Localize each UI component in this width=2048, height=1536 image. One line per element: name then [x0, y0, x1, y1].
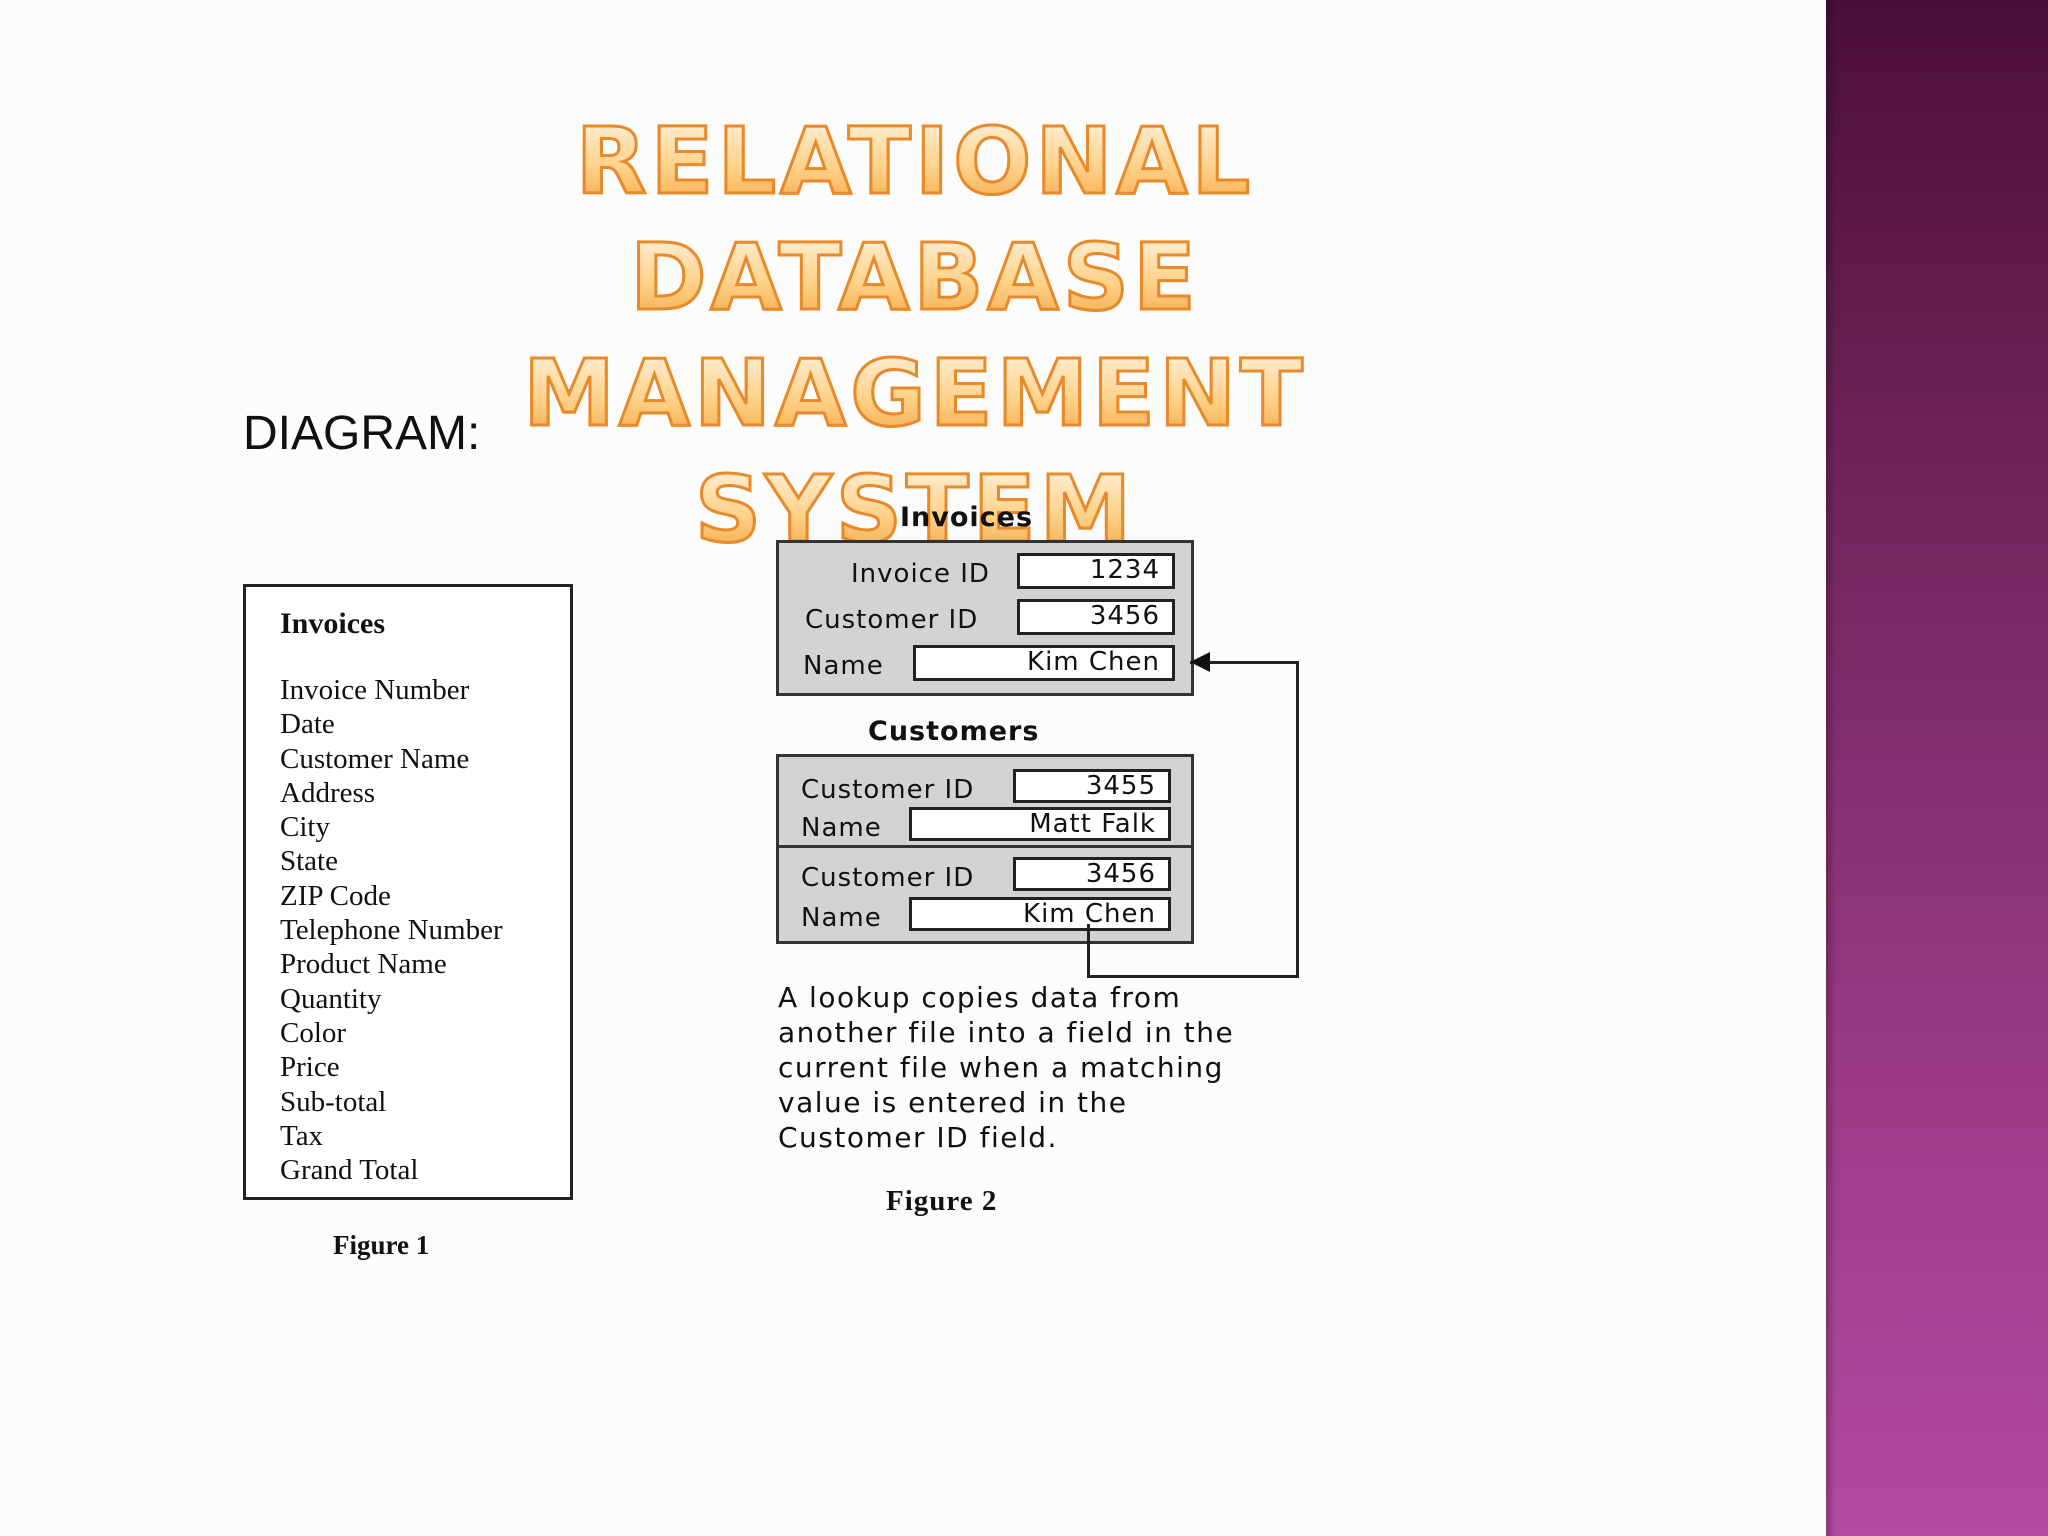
lookup-connector-top	[1190, 661, 1299, 664]
slide-title: RELATIONAL DATABASE MANAGEMENT SYSTEM	[300, 104, 1530, 568]
arrow-left-icon	[1190, 652, 1210, 672]
record-divider	[779, 845, 1191, 848]
figure1-field-list: Invoice Number Date Customer Name Addres…	[280, 673, 503, 1187]
field-item: Date	[280, 708, 335, 741]
figure1-invoices-box: Invoices Invoice Number Date Customer Na…	[243, 584, 573, 1200]
customer-id-label: Customer ID	[801, 863, 975, 893]
invoice-customer-id-label: Customer ID	[805, 605, 979, 635]
field-item: Price	[280, 1051, 340, 1084]
section-label: DIAGRAM:	[243, 407, 481, 460]
invoices-heading: Invoices	[900, 502, 1034, 533]
field-item: Color	[280, 1016, 347, 1049]
customer-id-label: Customer ID	[801, 775, 975, 805]
field-item: Grand Total	[280, 1154, 419, 1187]
lookup-connector-right	[1296, 661, 1299, 978]
invoice-id-field: 1234	[1017, 553, 1175, 589]
field-item: ZIP Code	[280, 879, 391, 912]
description-line: value is entered in the	[778, 1086, 1128, 1119]
invoice-id-label: Invoice ID	[851, 559, 990, 589]
figure1-caption: Figure 1	[333, 1230, 430, 1260]
lookup-connector-vertical-lower	[1087, 924, 1090, 978]
customer-name-label: Name	[801, 903, 882, 933]
customer-name-label: Name	[801, 813, 882, 843]
title-line-1: RELATIONAL DATABASE	[574, 107, 1255, 333]
field-item: Product Name	[280, 948, 447, 981]
customer-id-field: 3456	[1013, 857, 1171, 891]
field-item: Quantity	[280, 982, 382, 1015]
customers-heading: Customers	[868, 716, 1040, 747]
figure2-description: A lookup copies data from another file i…	[778, 980, 1298, 1155]
field-item: Invoice Number	[280, 674, 470, 706]
field-item: Sub-total	[280, 1085, 387, 1118]
field-item: Address	[280, 776, 376, 809]
field-item: Customer Name	[280, 742, 470, 775]
invoice-name-field: Kim Chen	[913, 645, 1175, 681]
description-line: Customer ID field.	[778, 1121, 1058, 1154]
field-item: Telephone Number	[280, 914, 503, 947]
figure1-box-title: Invoices	[280, 607, 385, 640]
field-item: City	[280, 811, 330, 844]
title-line-2: MANAGEMENT SYSTEM	[522, 339, 1307, 565]
field-item: State	[280, 845, 338, 878]
description-line: current file when a matching	[778, 1051, 1224, 1084]
customer-id-field: 3455	[1013, 769, 1171, 803]
customers-panel: Customer ID 3455 Name Matt Falk Customer…	[776, 754, 1194, 944]
invoice-customer-id-field: 3456	[1017, 599, 1175, 635]
figure2-caption: Figure 2	[886, 1185, 998, 1217]
field-item: Tax	[280, 1119, 324, 1152]
invoices-panel: Invoice ID 1234 Customer ID 3456 Name Ki…	[776, 540, 1194, 696]
lookup-connector-bottom	[1087, 975, 1299, 978]
description-line: A lookup copies data from	[778, 981, 1182, 1014]
customer-name-field: Kim Chen	[909, 897, 1171, 931]
description-line: another file into a field in the	[778, 1016, 1235, 1049]
invoice-name-label: Name	[803, 651, 884, 681]
decorative-side-band	[1826, 0, 2048, 1536]
customer-name-field: Matt Falk	[909, 807, 1171, 841]
